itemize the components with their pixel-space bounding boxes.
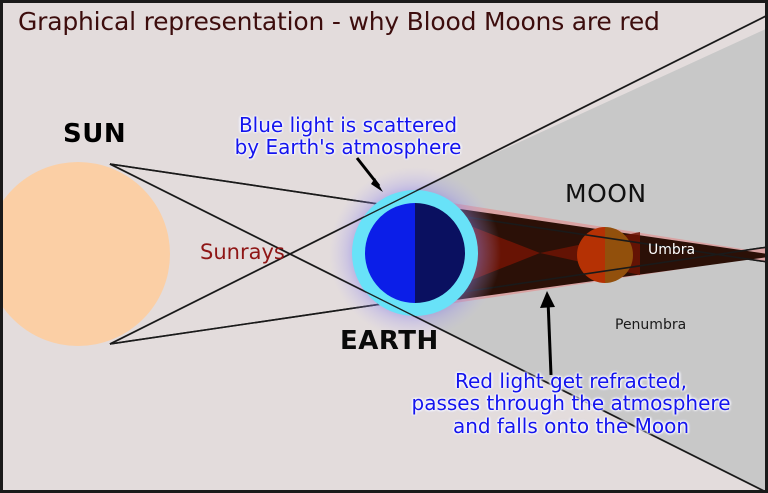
earth-body [365, 203, 465, 303]
blue-light-annotation: Blue light is scattered by Earth's atmos… [234, 113, 462, 160]
sunray-overlay-2 [109, 14, 768, 345]
sunrays-label: Sunrays [200, 240, 285, 264]
penumbra-label: Penumbra [615, 317, 687, 333]
moon-label: MOON [565, 179, 647, 208]
page-title: Graphical representation - why Blood Moo… [18, 7, 660, 36]
earth-label: EARTH [340, 326, 439, 356]
red-light-annotation: Red light get refracted, passes through … [411, 369, 731, 438]
blue-scatter-arrow-icon [355, 157, 383, 192]
sun-body [0, 162, 170, 346]
red-refraction-arrow-icon [540, 291, 555, 376]
sun-label: SUN [63, 119, 127, 149]
sunray-overlay-1 [109, 163, 768, 493]
umbra-label: Umbra [648, 242, 696, 258]
